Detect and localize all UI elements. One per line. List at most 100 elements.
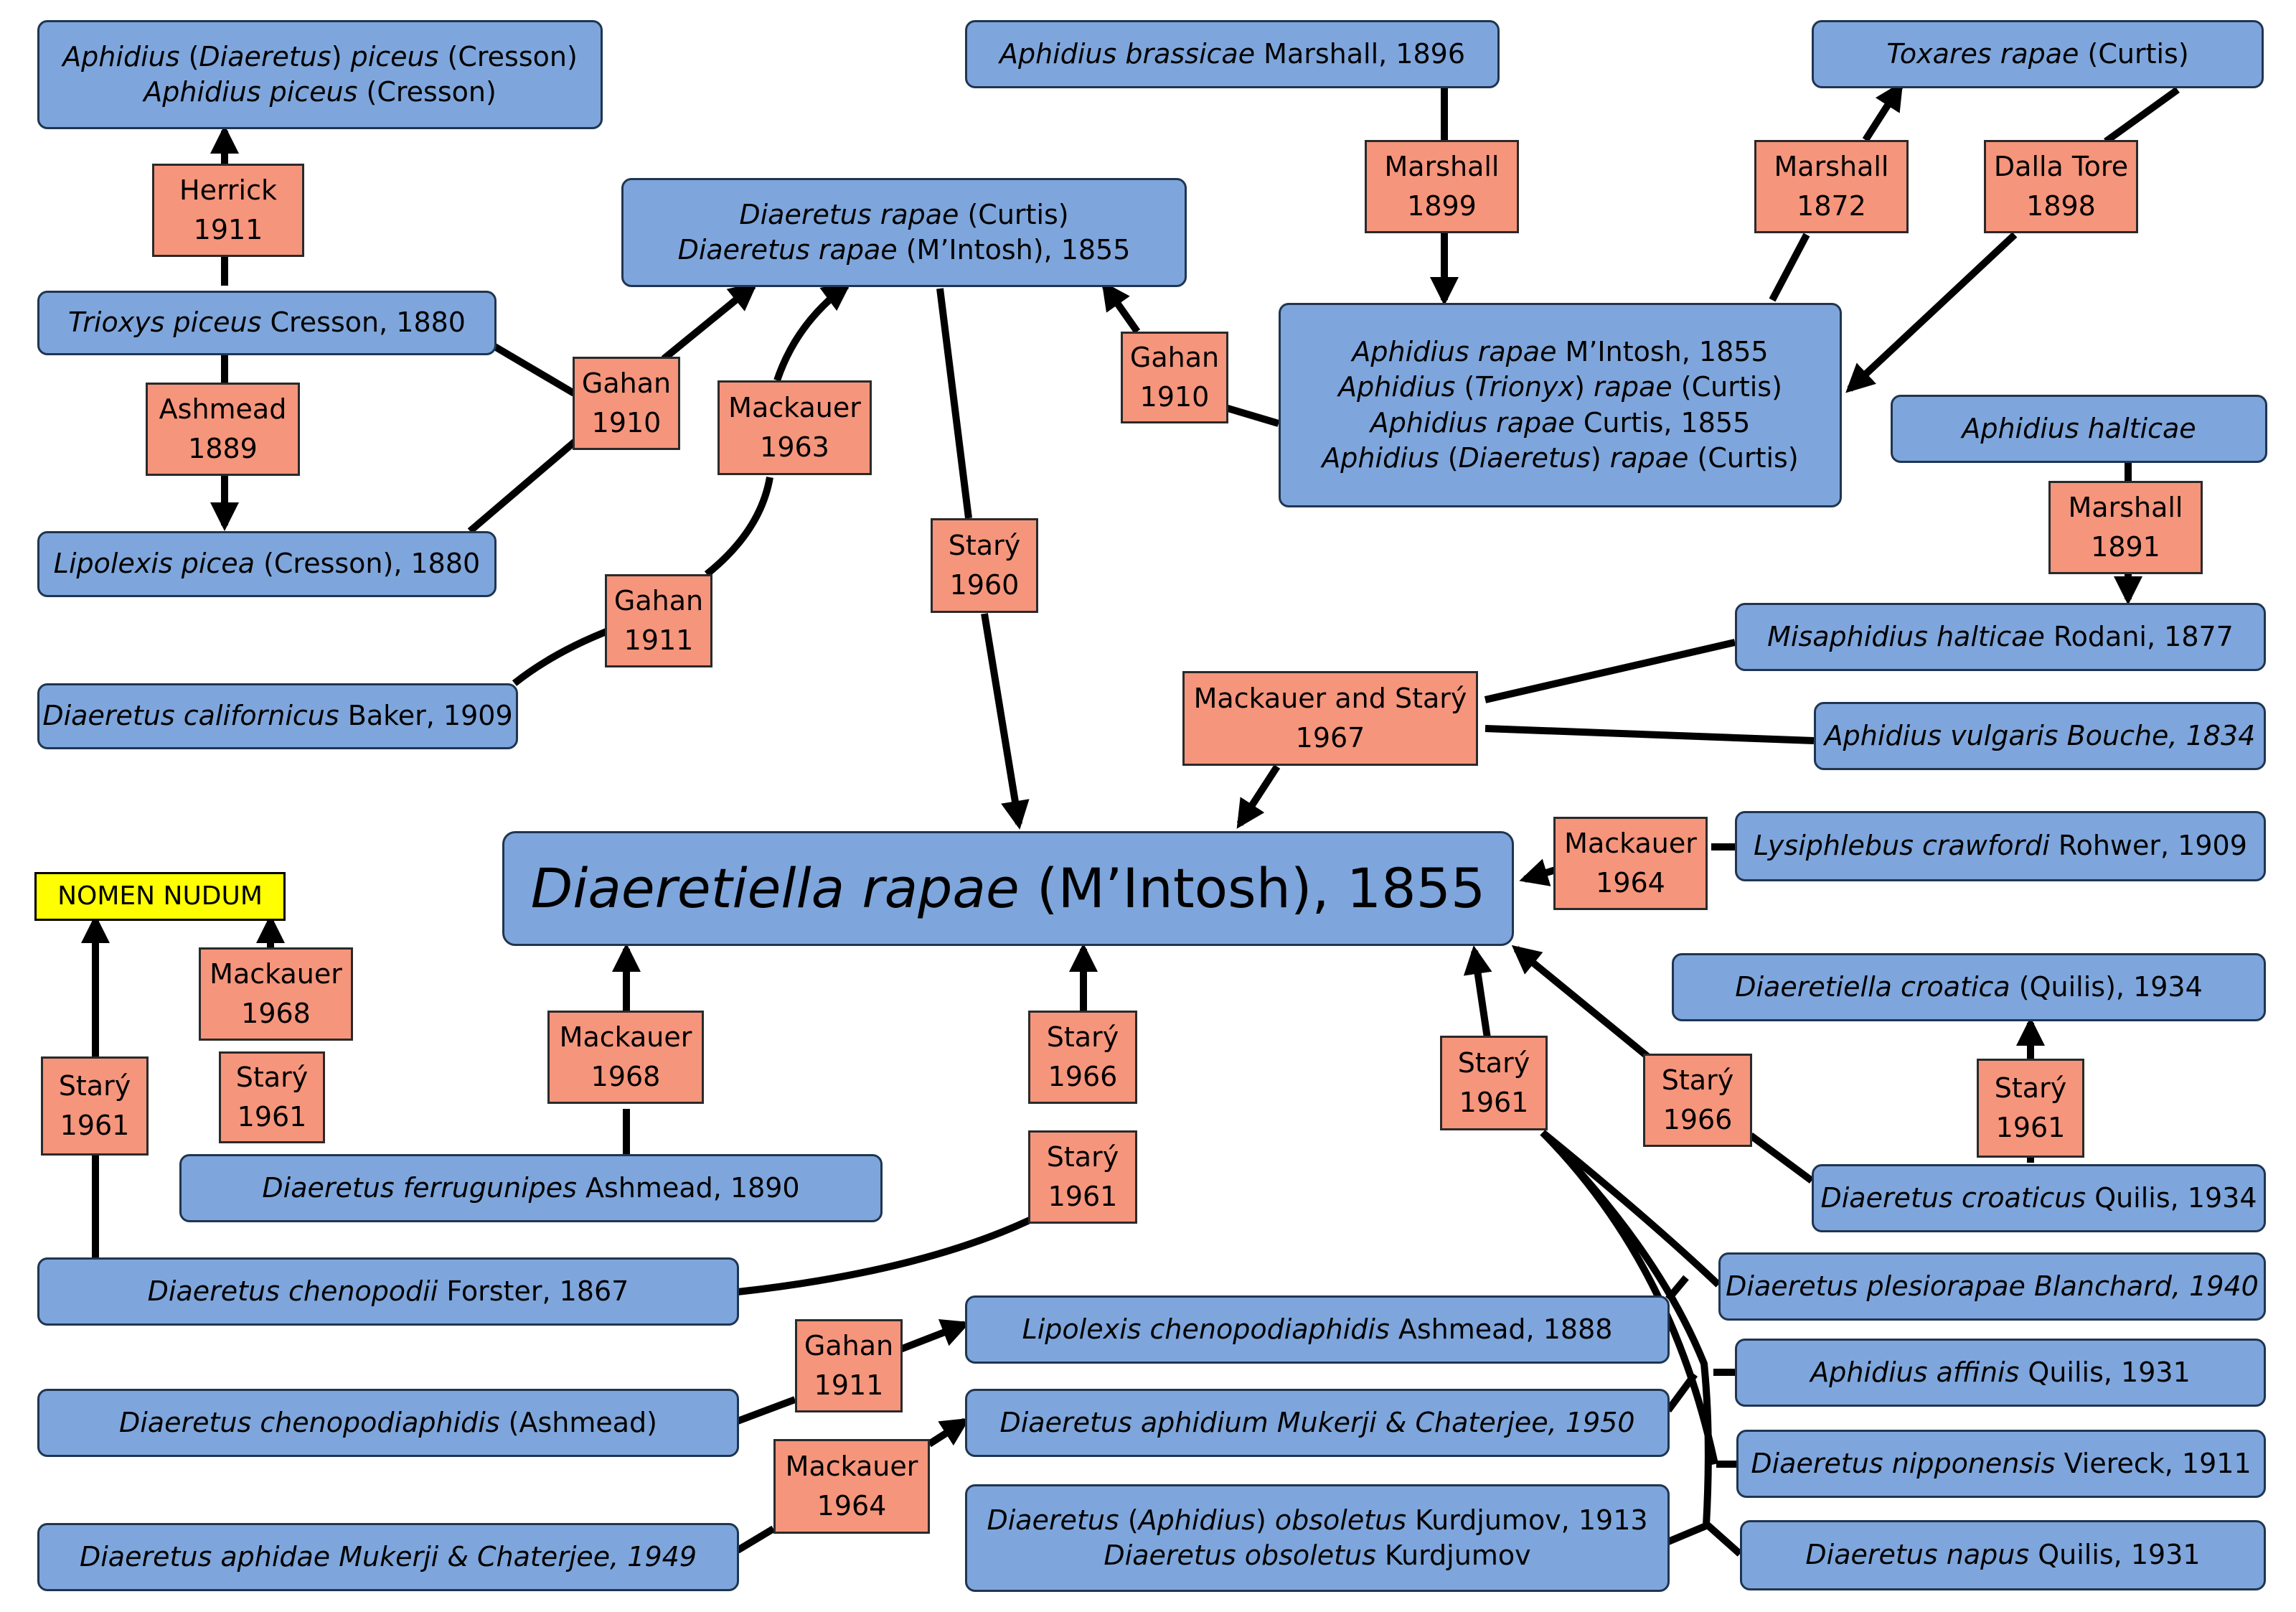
taxon-line: Trioxys piceus Cresson, 1880 [68,305,466,340]
edge-vulgaris-to-mackstary [1485,725,1815,744]
authority-stary-1966-right: Starý 1966 [1643,1054,1752,1147]
taxon-name-italic: Diaeretus aphidium Mukerji & Chaterjee, … [999,1406,1635,1438]
authority-name: Starý [1661,1064,1734,1096]
taxon-name-italic: Misaphidius halticae [1767,620,2045,652]
taxon-author-text: Kurdjumov [1375,1540,1531,1571]
authority-year: 1961 [237,1101,307,1133]
taxon-name-italic: Diaeretus napus [1805,1539,2030,1571]
taxon-line: Lipolexis chenopodiaphidis Ashmead, 1888 [1022,1312,1613,1347]
taxon-line: Diaeretus obsoletus Kurdjumov [1104,1538,1530,1573]
authority-name: Gahan [613,584,704,617]
taxon-line: Diaeretus nipponensis Viereck, 1911 [1751,1446,2251,1481]
taxon-diaeretus-aphidae: Diaeretus aphidae Mukerji & Chaterjee, 1… [37,1523,739,1591]
authority-name: Gahan [1129,341,1220,373]
edge-aphrapae-to-marshall1872 [1769,233,1810,302]
taxon-name-italic: Diaeretus [1458,441,1591,474]
authority-year: 1964 [1596,867,1665,899]
taxon-author-text: Viereck, 1911 [2055,1447,2252,1479]
edge-lipolexis-chen-to-bundle [1665,1275,1689,1302]
authority-name: Ashmead [159,393,287,425]
taxon-author-text: ) [1255,1504,1275,1536]
taxon-diaeretus-rapae: Diaeretus rapae (Curtis)Diaeretus rapae … [621,178,1187,287]
authority-year: 1960 [949,569,1020,601]
edge-misaphidius-to-mackstary [1484,639,1736,703]
edge-napus-to-bundle [1705,1522,1743,1557]
taxon-name-italic: Diaeretus californicus [42,700,339,732]
taxon-author-text: (Cresson), 1880 [254,548,481,580]
edge-croaticus-to-stary1966 [1749,1132,1814,1184]
edge-gahan-to-drapae [661,281,758,362]
taxon-line: Misaphidius halticae Rodani, 1877 [1767,619,2234,655]
taxon-author-text: ( [179,40,199,72]
taxon-aphidius-diaeretus-piceus: Aphidius (Diaeretus) piceus (Cresson)Aph… [37,20,603,129]
taxon-line: Aphidius vulgaris Bouche, 1834 [1825,718,2256,754]
taxon-author-text: (M’Intosh), 1855 [897,234,1131,266]
taxon-aphidius-halticae: Aphidius halticae [1891,395,2267,463]
taxon-trioxys-piceus: Trioxys piceus Cresson, 1880 [37,291,497,355]
taxon-name-italic: Lipolexis chenopodiaphidis [1022,1313,1390,1345]
authority-year: 1899 [1407,190,1477,222]
taxon-name-italic: Diaeretus croaticus [1820,1181,2086,1214]
edge-chenopodii-to-stary1961c [737,1217,1032,1295]
edge-bundle-a [1540,1130,1721,1288]
authority-year: 1898 [2026,190,2096,222]
taxon-diaeretus-obsoletus: Diaeretus (Aphidius) obsoletus Kurdjumov… [965,1484,1670,1592]
authority-year: 1968 [591,1061,661,1092]
taxon-name-italic: Aphidius [1338,371,1456,403]
edge-marshall1872-to-toxares [1862,81,1904,142]
taxon-misaphidius-halticae: Misaphidius halticae Rodani, 1877 [1735,603,2266,671]
taxon-name-italic: Aphidius affinis [1810,1356,2020,1388]
taxon-author-text: Curtis, 1855 [1574,406,1751,439]
authority-name: Herrick [179,174,277,206]
edge-trioxys-to-gahan [491,342,576,397]
taxon-author-text: Quilis, 1931 [2029,1539,2201,1571]
taxon-line: Aphidius rapae M’Intosh, 1855 [1352,334,1768,370]
taxon-aphidius-brassicae: Aphidius brassicae Marshall, 1896 [965,20,1500,88]
authority-year: 1963 [760,431,829,463]
authority-name: Starý [1046,1021,1119,1053]
edge-lipolexis-to-gahan [467,436,580,534]
authority-year: 1889 [188,433,258,464]
edge-stary1966r-to-main [1511,945,1653,1062]
edge-mackstary-to-main [1236,764,1281,829]
taxon-line: Diaeretus (Aphidius) obsoletus Kurdjumov… [987,1503,1647,1538]
taxon-line: Aphidius brassicae Marshall, 1896 [999,37,1465,72]
taxon-diaeretiella-croatica: Diaeretiella croatica (Quilis), 1934 [1672,953,2266,1021]
taxon-name-italic: piceus [350,40,439,72]
taxon-name-italic: Diaeretus chenopodii [147,1275,438,1307]
taxon-diaeretus-aphidium: Diaeretus aphidium Mukerji & Chaterjee, … [965,1389,1670,1457]
taxon-diaeretus-chenopodiaphidis: Diaeretus chenopodiaphidis (Ashmead) [37,1389,739,1457]
taxon-author-text: Rodani, 1877 [2044,620,2234,652]
taxon-name-italic: Aphidius rapae [1370,406,1575,439]
taxon-diaeretus-californicus: Diaeretus californicus Baker, 1909 [37,683,518,749]
taxon-author-text: ( [1119,1504,1139,1536]
authority-name: Gahan [581,367,672,399]
authority-year: 1966 [1662,1104,1733,1135]
taxon-author-text: Forster, 1867 [438,1275,629,1307]
taxon-author-text: ( [1455,371,1475,403]
taxon-line: Diaeretus aphidae Mukerji & Chaterjee, 1… [80,1540,697,1575]
authority-name: Starý [1046,1140,1119,1173]
taxon-diaeretus-nipponensis: Diaeretus nipponensis Viereck, 1911 [1736,1430,2266,1498]
taxon-diaeretiella-rapae-main: Diaeretiella rapae (M’Intosh), 1855 [502,831,1514,946]
taxon-author-text: Quilis, 1931 [2019,1356,2191,1388]
taxon-line: Aphidius (Diaeretus) rapae (Curtis) [1322,441,1798,476]
edge-chenopodiaphidis-to-gahan [736,1396,796,1425]
taxon-author-text: (Curtis) [2079,37,2189,70]
taxon-name-italic: Trioxys piceus [68,306,262,339]
taxon-name-italic: Aphidius vulgaris Bouche, 1834 [1824,719,2256,751]
taxon-name-italic: Aphidius [1322,441,1439,474]
